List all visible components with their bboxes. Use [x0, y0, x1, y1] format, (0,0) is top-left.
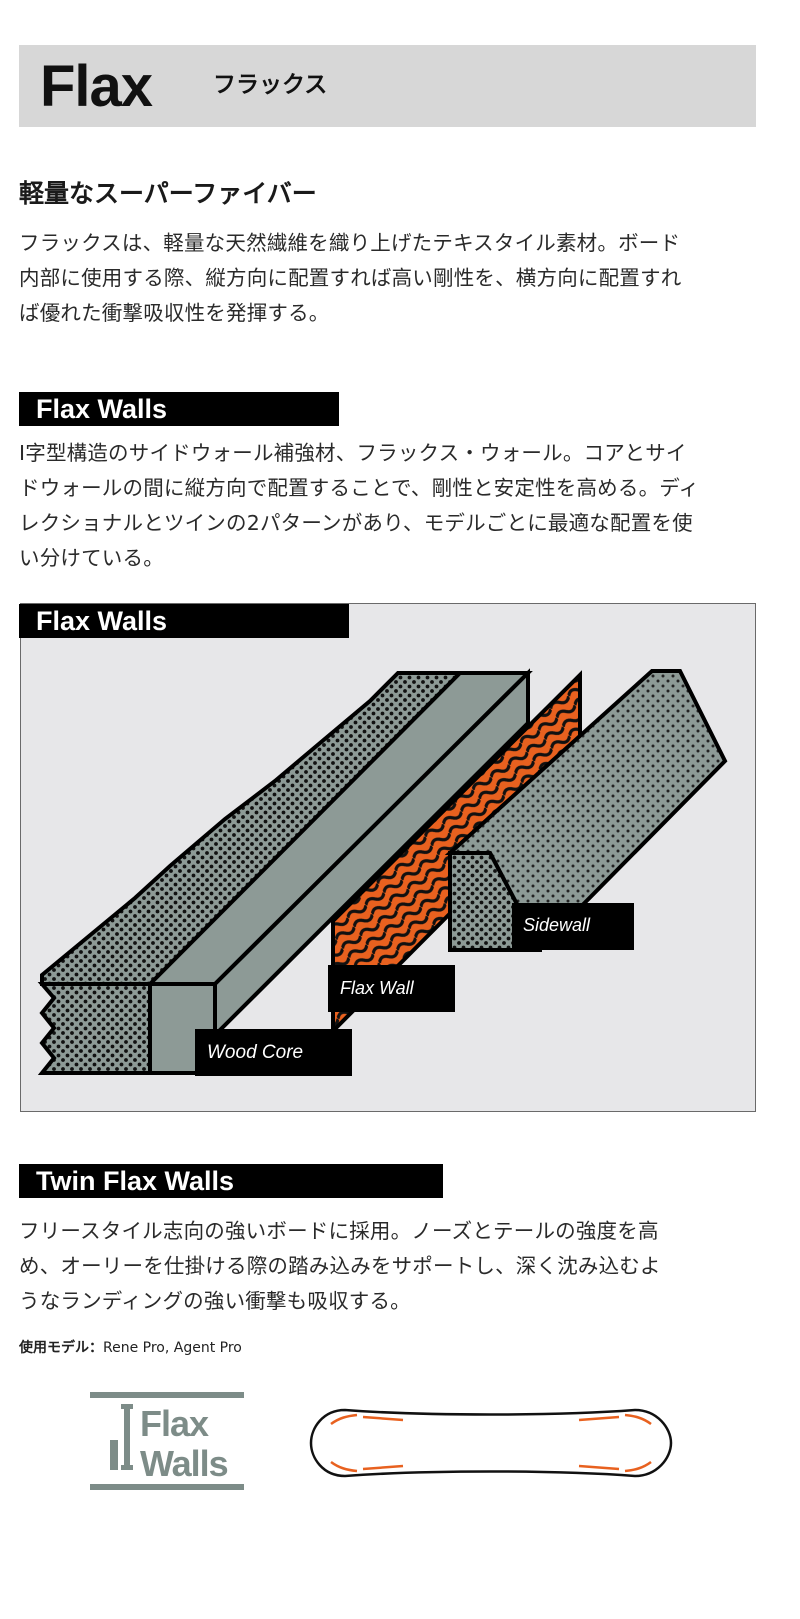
twin-flax-walls-heading: Twin Flax Walls [19, 1164, 443, 1198]
flax-walls-line: レクショナルとツインの2パターンがあり、モデルごとに最適な配置を使 [19, 511, 693, 535]
core-end-dotted [37, 982, 152, 1075]
wood-core-side [213, 668, 530, 1040]
flax-walls-line: ドウォールの間に縦方向で配置することで、剛性と安定性を高める。ディ [19, 476, 700, 500]
flax-walls-heading: Flax Walls [19, 392, 339, 426]
logo-line1: Flax [140, 1403, 209, 1444]
intro-line: ば優れた衝撃吸収性を発揮する。 [19, 301, 330, 325]
flax-walls-paragraph: I字型構造のサイドウォール補強材、フラックス・ウォール。コアとサイ ドウォールの… [19, 436, 764, 576]
diagram-heading: Flax Walls [19, 604, 349, 638]
twin-line: フリースタイル志向の強いボードに採用。ノーズとテールの強度を高 [19, 1219, 659, 1243]
twin-line: め、オーリーを仕掛ける際の踏み込みをサポートし、深く沈み込むよ [19, 1254, 661, 1278]
twin-line: うなランディングの強い衝撃も吸収する。 [19, 1289, 411, 1313]
sidewall-label: Sidewall [523, 915, 591, 935]
intro-heading: 軽量なスーパーファイバー [19, 179, 317, 208]
snowboard-topview-icon [309, 1408, 673, 1478]
wood-core-label: Wood Core [207, 1042, 303, 1063]
flax-wall-label-box [328, 965, 455, 1012]
intro-line: 内部に使用する際、縦方向に配置すれば高い剛性を、横方向に配置すれ [19, 266, 682, 290]
flax-walls-cross-section-diagram: Wood Core Flax Wall Sidewall [37, 668, 728, 1076]
models-value: Rene Pro, Agent Pro [103, 1340, 242, 1356]
header-banner [19, 45, 756, 127]
page-title: Flax [40, 54, 153, 119]
models-label: 使用モデル： [19, 1340, 103, 1356]
page-subtitle: フラックス [213, 72, 328, 98]
wood-core-label-box [195, 1029, 352, 1076]
intro-paragraph: フラックスは、軽量な天然繊維を織り上げたテキスタイル素材。ボード 内部に使用する… [19, 226, 764, 331]
intro-line: フラックスは、軽量な天然繊維を織り上げたテキスタイル素材。ボード [19, 231, 681, 255]
flax-walls-line: い分けている。 [19, 546, 164, 570]
flax-walls-logo: Flax Walls [90, 1392, 244, 1490]
logo-line2: Walls [140, 1443, 228, 1484]
models-used: 使用モデル：Rene Pro, Agent Pro [19, 1337, 242, 1359]
twin-paragraph: フリースタイル志向の強いボードに採用。ノーズとテールの強度を高 め、オーリーを仕… [19, 1214, 764, 1319]
sidewall-label-box [512, 903, 634, 950]
flax-wall-label: Flax Wall [340, 978, 415, 998]
flax-walls-line: I字型構造のサイドウォール補強材、フラックス・ウォール。コアとサイ [19, 441, 687, 465]
